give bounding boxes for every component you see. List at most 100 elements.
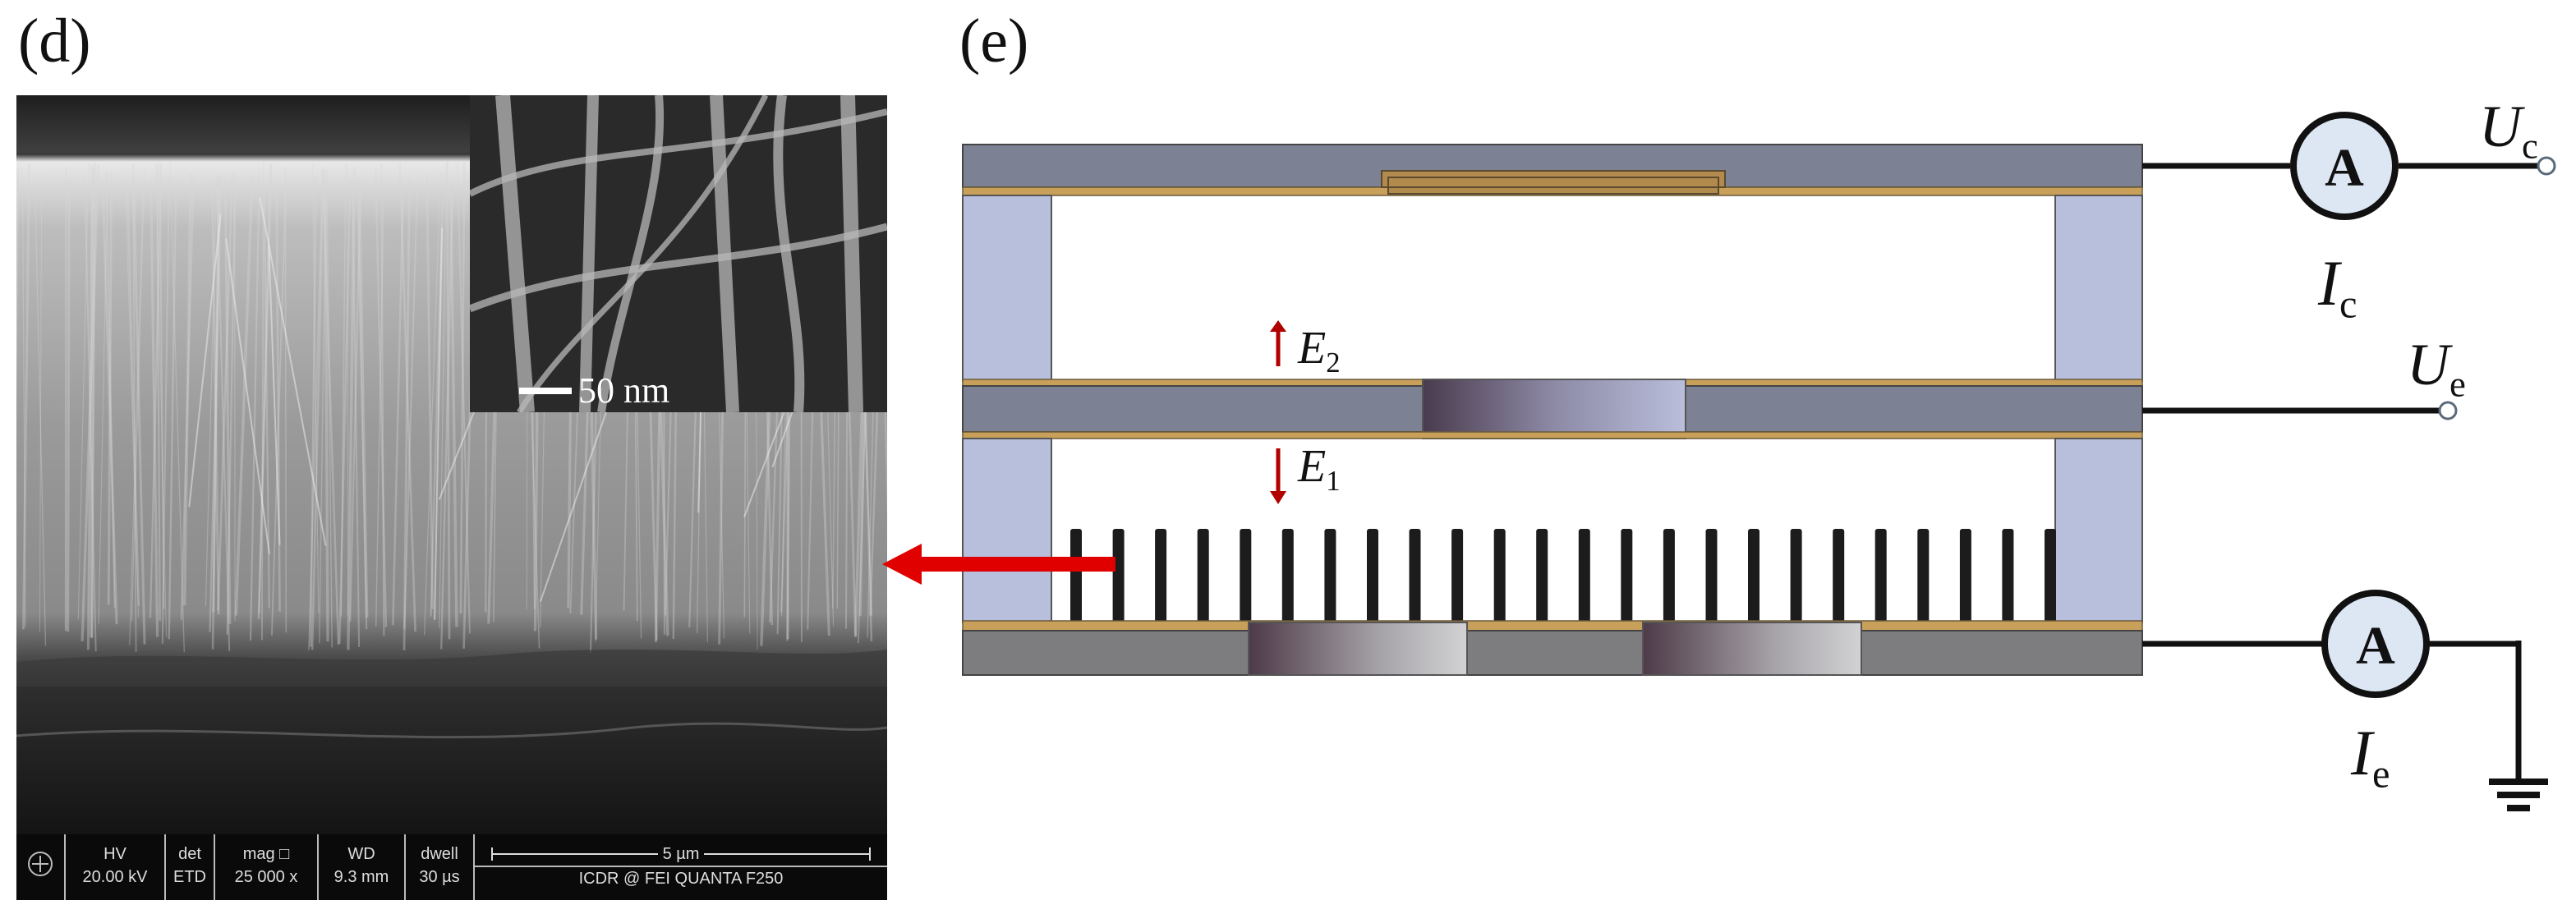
nanowire-streak	[347, 163, 349, 617]
nanowire-streak	[77, 163, 90, 620]
emitter-tip	[1705, 529, 1718, 622]
dwell-label: dwell	[421, 845, 458, 863]
nanowire-streak	[311, 163, 320, 613]
sem-logo-cell	[16, 834, 66, 900]
nanowire-streak	[434, 227, 444, 620]
sem-hv-cell: HV 20.00 kV	[66, 834, 166, 900]
hv-value: 20.00 kV	[82, 868, 148, 886]
nanowire-streak	[211, 180, 220, 615]
collector-contact-pad	[1381, 170, 1726, 195]
emitter-tip	[1874, 529, 1887, 622]
cathode-base	[962, 630, 2143, 676]
nanowire-streak	[456, 163, 471, 634]
nanowire-streak	[439, 162, 448, 629]
nanowire-streak	[101, 180, 118, 625]
nanowire-streak	[215, 176, 231, 651]
gate-gold-bottom	[962, 431, 2143, 439]
nanowire-streak	[183, 173, 192, 606]
emitter-tip	[1790, 529, 1802, 622]
hv-label: HV	[104, 845, 126, 863]
nanowire-streak	[310, 168, 325, 650]
nanowire-streak	[131, 168, 145, 621]
emitter-tip	[1409, 529, 1421, 622]
terminal-uc	[2537, 156, 2556, 176]
emitter-tip	[1833, 529, 1845, 622]
nanowire-inset-graphic	[470, 95, 887, 412]
emitter-tip	[1155, 529, 1167, 622]
sem-instrument: ICDR @ FEI QUANTA F250	[475, 866, 887, 890]
spacer-top-right	[2054, 195, 2143, 382]
ammeter-top-icon	[2290, 112, 2399, 220]
det-label: det	[178, 845, 201, 863]
spacer-bottom-left	[962, 438, 1052, 623]
nanowire-streak	[225, 238, 270, 554]
spacer-bottom-right	[2054, 438, 2143, 623]
emitter-wiring	[2142, 641, 2522, 780]
nanowire-streak	[357, 177, 369, 618]
nanowire-streak	[188, 214, 222, 508]
gate-aperture	[1422, 379, 1686, 439]
panel-label-e: (e)	[959, 7, 1029, 76]
nanowire-streak	[326, 171, 333, 648]
nanowire-streak	[338, 180, 352, 644]
zoom-arrow	[882, 544, 1116, 585]
label-e1: E1	[1298, 441, 1341, 498]
cathode-gold-layer	[962, 620, 2143, 632]
nanowire-streak	[380, 163, 385, 636]
nanowire-streak	[424, 172, 441, 636]
cathode-segment-2	[1642, 622, 1862, 676]
nanowire-streak	[459, 162, 466, 614]
terminal-ue	[2438, 401, 2458, 420]
label-ie: Ie	[2351, 717, 2390, 797]
nanowire-streak	[66, 179, 71, 632]
fei-logo-icon	[28, 852, 53, 876]
sem-inset-image: 50 nm	[470, 95, 887, 412]
nanowire-streak	[205, 181, 218, 607]
emitter-tip	[1748, 529, 1760, 622]
nanowire-streak	[159, 160, 165, 609]
label-ic: Ic	[2318, 247, 2358, 327]
nanowire-streak	[347, 167, 356, 650]
nanowire-streak	[349, 181, 362, 622]
nanowire-streak	[34, 174, 47, 646]
ammeter-bottom-icon	[2321, 590, 2430, 698]
inset-scale-label: 50 nm	[578, 370, 670, 411]
ground-icon	[2489, 779, 2548, 811]
mag-label: mag □	[242, 845, 290, 863]
det-value: ETD	[173, 868, 206, 886]
nanowire-streak	[98, 171, 108, 624]
inset-scale-bar	[519, 388, 572, 394]
nanowire-streak	[223, 178, 232, 624]
nanowire-streak	[211, 179, 221, 650]
nanowire-streak	[259, 197, 327, 546]
sem-mag-cell: mag □ 25 000 x	[215, 834, 319, 900]
emitter-tip	[1324, 529, 1336, 622]
emitter-tip	[1621, 529, 1633, 622]
sem-scale-cell: 5 µm ICDR @ FEI QUANTA F250	[475, 834, 887, 900]
ammeter-top-label: A	[2325, 138, 2364, 198]
nanowire-streak	[105, 172, 116, 609]
nanowire-streak	[39, 172, 43, 632]
sem-scale-bar: 5 µm	[475, 843, 887, 866]
nanowire-streak	[212, 174, 220, 613]
nanowire-streak	[156, 163, 161, 621]
label-ue: Ue	[2407, 332, 2466, 405]
wd-value: 9.3 mm	[334, 868, 389, 886]
nanowire-streak	[440, 176, 454, 650]
nanowire-streak	[263, 180, 270, 609]
emitter-tip	[1493, 529, 1506, 622]
nanowire-streak	[234, 175, 254, 616]
nanowire-streak	[84, 176, 97, 652]
nanowire-streak	[155, 163, 167, 638]
emitter-tip	[1112, 529, 1125, 622]
nanowire-streak	[150, 178, 159, 637]
nanowire-streak	[258, 163, 273, 613]
nanowire-streak	[86, 164, 94, 650]
nanowire-streak	[392, 184, 405, 626]
nanowire-streak	[169, 162, 185, 653]
nanowire-streak	[107, 172, 113, 605]
emitter-tip	[1959, 529, 1971, 622]
nanowire-streak	[310, 175, 317, 647]
nanowire-streak	[22, 163, 30, 630]
nanowire-streak	[149, 164, 163, 618]
